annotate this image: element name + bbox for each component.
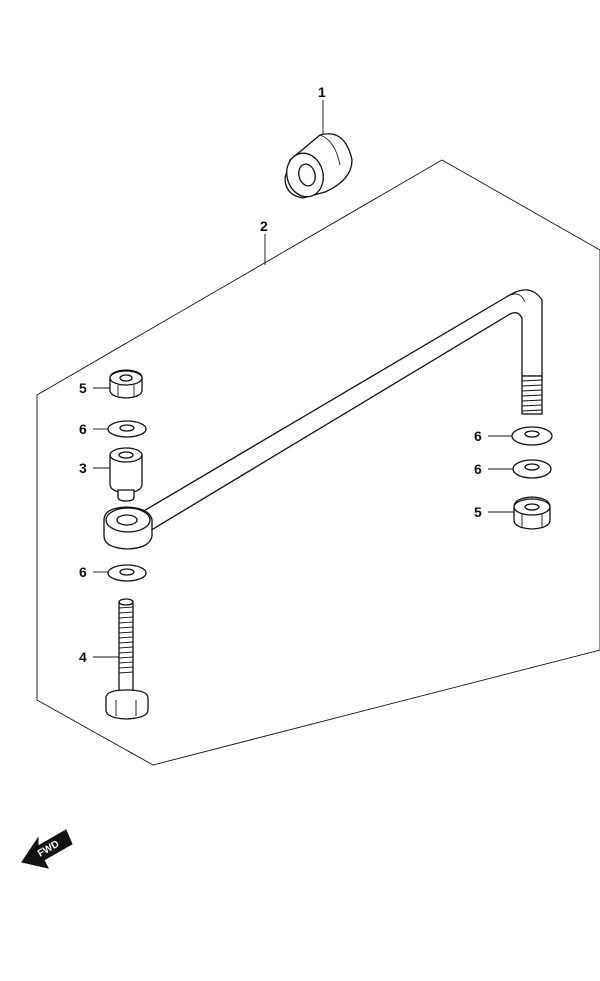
callout-4: 4 <box>79 649 87 665</box>
callout-1: 1 <box>318 84 326 100</box>
part-5-nut-left <box>109 369 143 399</box>
part-6-washer-right-mid <box>512 459 552 479</box>
assembly-group-outline <box>36 159 600 766</box>
part-6-washer-left-bottom <box>107 564 147 582</box>
fwd-arrow-icon: FWD <box>21 829 73 869</box>
part-4-bolt <box>105 598 149 720</box>
callout-6-right-mid: 6 <box>474 461 482 477</box>
callout-5-right: 5 <box>474 504 482 520</box>
callout-6-left-top: 6 <box>79 421 87 437</box>
callout-2: 2 <box>260 218 268 234</box>
part-1-bushing <box>284 133 353 199</box>
part-6-washer-left-top <box>107 420 147 438</box>
callout-6-left-bottom: 6 <box>79 564 87 580</box>
callout-6-right-top: 6 <box>474 428 482 444</box>
part-2-drag-rod <box>103 289 543 550</box>
part-5-nut-right <box>513 496 551 530</box>
part-6-washer-right-top <box>511 426 553 446</box>
callout-5-left: 5 <box>79 380 87 396</box>
part-3-collar <box>109 447 143 502</box>
callout-3: 3 <box>79 460 87 476</box>
